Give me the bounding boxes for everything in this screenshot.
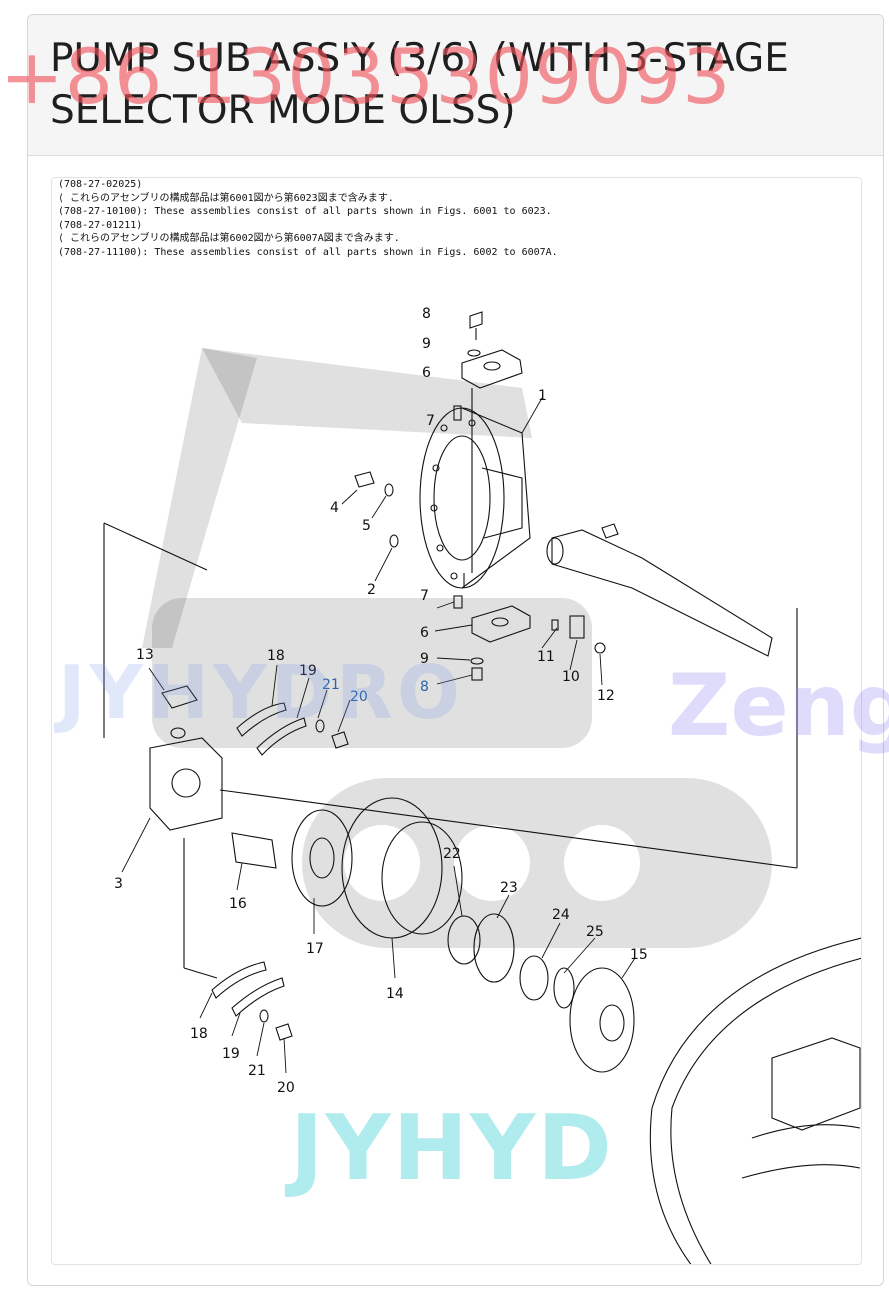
callout-7-bottom: 7 [420,588,429,604]
callout-24: 24 [552,907,570,923]
note-line-6: (708-27-11100): These assemblies consist… [58,246,558,258]
callout-21-top: 21 [322,677,340,693]
assembly-leader-lines [219,388,798,869]
lower-links [211,961,293,1041]
lower-plate-assembly [453,595,606,681]
callout-6-top: 6 [422,365,431,381]
callout-15: 15 [630,947,648,963]
callout-16: 16 [229,896,247,912]
callout-25: 25 [586,924,604,940]
diagram-frame: 8 9 6 7 1 4 5 2 7 6 9 8 11 10 12 13 18 1… [51,177,862,1265]
callout-13: 13 [136,647,154,663]
callout-19-top: 19 [299,663,317,679]
callout-6-bottom: 6 [420,625,429,641]
callout-9-top: 9 [422,336,431,352]
callout-18-bottom: 18 [190,1026,208,1042]
part-1-housing [419,407,531,589]
callout-8-bottom: 8 [420,679,429,695]
page-title: PUMP SUB ASS'Y (3/6) (WITH 3-STAGE SELEC… [50,36,789,133]
callout-18-top: 18 [267,648,285,664]
callout-3: 3 [114,876,123,892]
note-line-4: (708-27-01211) [58,219,143,231]
callout-21-bottom: 21 [248,1063,266,1079]
upper-plate-assembly [453,311,523,421]
callout-2: 2 [367,582,376,598]
note-line-3: (708-27-10100): These assemblies consist… [58,206,552,217]
side-bolts [354,471,399,548]
callout-8-top: 8 [422,306,431,322]
callout-19-bottom: 19 [222,1046,240,1062]
callout-10: 10 [562,669,580,685]
parts-diagram: 8 9 6 7 1 4 5 2 7 6 9 8 11 10 12 13 18 1… [103,306,861,1264]
note-line-1: (708-27-02025) [58,179,143,190]
callout-labels: 8 9 6 7 1 4 5 2 7 6 9 8 11 10 12 13 18 1… [114,306,648,1096]
part-13 [161,685,198,709]
callout-9-bottom: 9 [420,651,429,667]
callout-1: 1 [538,388,547,404]
callout-20-top: 20 [350,689,368,705]
callout-22: 22 [443,846,461,862]
drive-shaft [546,523,773,657]
callout-4: 4 [330,500,339,516]
callout-7-top: 7 [426,413,435,429]
callout-5: 5 [362,518,371,534]
callout-12: 12 [597,688,615,704]
note-line-2: ⟨ これらのアセンブリの構成部品は第6001図から第6023図まで含みます. [58,192,394,204]
callout-11: 11 [537,649,555,665]
card-header: PUMP SUB ASS'Y (3/6) (WITH 3-STAGE SELEC… [28,15,883,156]
note-line-5: ⟨ これらのアセンブリの構成部品は第6002図から第6007A図まで含みます. [58,233,400,244]
assembly-notes: (708-27-02025) ⟨ これらのアセンブリの構成部品は第6001図から… [58,178,853,259]
pump-casing [649,937,861,1264]
upper-links [236,702,349,756]
callout-20-bottom: 20 [277,1080,295,1096]
part-3-bracket [103,522,223,979]
callout-14: 14 [386,986,404,1002]
callout-23: 23 [500,880,518,896]
callout-17: 17 [306,941,324,957]
callout-leaders [121,397,636,1074]
